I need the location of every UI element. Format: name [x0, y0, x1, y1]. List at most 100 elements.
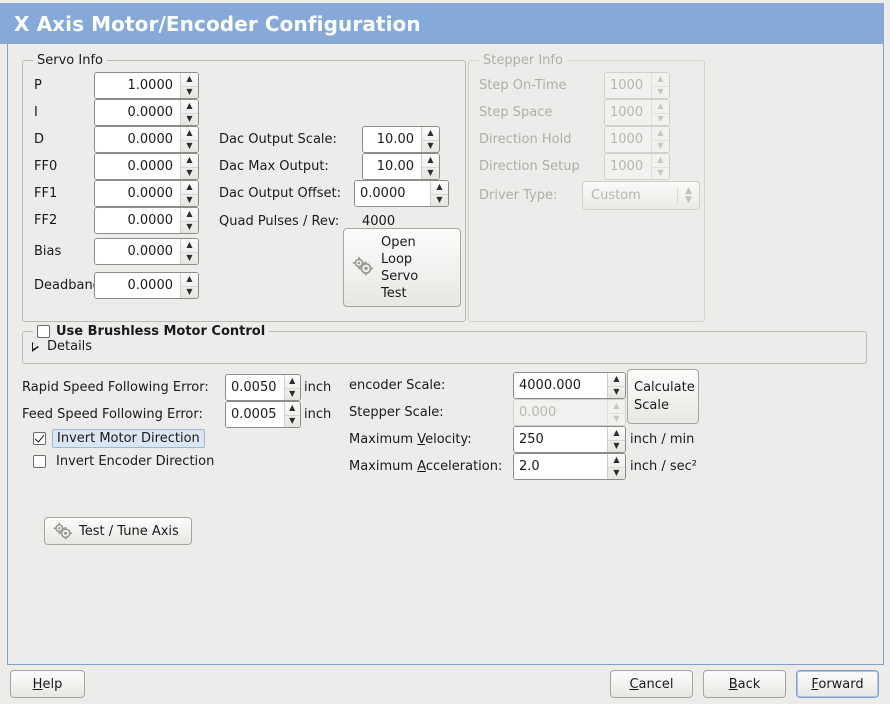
- spinner-up-icon[interactable]: ▲: [289, 376, 296, 386]
- servo-value-d[interactable]: 0.0000: [95, 127, 181, 152]
- encoder-scale-value[interactable]: 4000.000: [514, 373, 608, 398]
- stepper-scale-value: 0.000: [514, 400, 608, 425]
- spinner-up-icon[interactable]: ▲: [186, 182, 193, 192]
- feed-speed-following-error-value[interactable]: 0.0005: [226, 402, 285, 427]
- spinner-up-icon[interactable]: ▲: [186, 74, 193, 84]
- dac-max-output-value[interactable]: 10.00: [363, 154, 422, 179]
- details-expander[interactable]: Details: [32, 339, 92, 354]
- servo-value-ff1[interactable]: 0.0000: [95, 181, 181, 206]
- spinner-down-icon[interactable]: ▼: [181, 193, 198, 207]
- open-loop-servo-test-button[interactable]: Open Loop Servo Test: [343, 228, 461, 307]
- calculate-scale-button[interactable]: Calculate Scale: [627, 369, 699, 424]
- spinner-down-icon[interactable]: ▼: [284, 414, 300, 428]
- forward-button[interactable]: Forward: [796, 670, 879, 698]
- rapid-speed-following-error-value[interactable]: 0.0050: [226, 375, 285, 400]
- servo-value-deadband[interactable]: 0.0000: [95, 273, 181, 298]
- maximum-acceleration-value[interactable]: 2.0: [514, 454, 608, 479]
- forward-button-label: Forward: [811, 676, 864, 692]
- servo-label-i: I: [34, 105, 38, 120]
- encoder-scale-spin[interactable]: 4000.000 ▲ ▼: [513, 372, 626, 399]
- spinner-buttons[interactable]: ▲ ▼: [431, 181, 448, 206]
- use-brushless-motor-control-checkbox[interactable]: [37, 325, 50, 338]
- spinner-down-icon[interactable]: ▼: [422, 166, 439, 180]
- servo-spin-i[interactable]: 0.0000 ▲ ▼: [94, 99, 199, 126]
- servo-value-bias[interactable]: 0.0000: [95, 239, 181, 264]
- servo-label-p: P: [34, 78, 42, 93]
- spinner-buttons[interactable]: ▲ ▼: [608, 373, 625, 398]
- servo-value-ff2[interactable]: 0.0000: [95, 208, 181, 233]
- dac-output-offset-spin[interactable]: 0.0000 ▲ ▼: [354, 180, 449, 207]
- spinner-down-icon[interactable]: ▼: [608, 439, 625, 453]
- spinner-down-icon[interactable]: ▼: [608, 466, 625, 480]
- dac-output-scale-value[interactable]: 10.00: [363, 127, 422, 152]
- servo-spin-p[interactable]: 1.0000 ▲ ▼: [94, 72, 199, 99]
- spinner-down-icon[interactable]: ▼: [181, 285, 198, 299]
- servo-spin-ff2[interactable]: 0.0000 ▲ ▼: [94, 207, 199, 234]
- spinner-up-icon[interactable]: ▲: [613, 428, 620, 438]
- spinner-buttons[interactable]: ▲ ▼: [181, 127, 198, 152]
- maximum-velocity-unit: inch / min: [630, 432, 695, 447]
- feed-speed-following-error-spin[interactable]: 0.0005 ▲ ▼: [225, 401, 301, 428]
- maximum-velocity-spin[interactable]: 250 ▲ ▼: [513, 426, 626, 453]
- spinner-buttons[interactable]: ▲ ▼: [181, 239, 198, 264]
- spinner-buttons[interactable]: ▲ ▼: [608, 454, 625, 479]
- spinner-up-icon[interactable]: ▲: [186, 274, 193, 284]
- spinner-down-icon[interactable]: ▼: [181, 251, 198, 265]
- servo-spin-bias[interactable]: 0.0000 ▲ ▼: [94, 238, 199, 265]
- spinner-down-icon[interactable]: ▼: [181, 85, 198, 99]
- spinner-up-icon[interactable]: ▲: [289, 403, 296, 413]
- chevron-right-icon[interactable]: [32, 341, 39, 352]
- dac-output-offset-value[interactable]: 0.0000: [355, 181, 431, 206]
- spinner-buttons[interactable]: ▲ ▼: [181, 100, 198, 125]
- servo-value-p[interactable]: 1.0000: [95, 73, 181, 98]
- maximum-velocity-value[interactable]: 250: [514, 427, 608, 452]
- spinner-buttons[interactable]: ▲ ▼: [422, 127, 439, 152]
- invert-motor-direction-checkbox[interactable]: [33, 432, 46, 445]
- spinner-up-icon[interactable]: ▲: [186, 128, 193, 138]
- spinner-buttons[interactable]: ▲ ▼: [181, 154, 198, 179]
- spinner-up-icon[interactable]: ▲: [186, 155, 193, 165]
- spinner-up-icon[interactable]: ▲: [613, 374, 620, 384]
- maximum-acceleration-spin[interactable]: 2.0 ▲ ▼: [513, 453, 626, 480]
- spinner-up-icon[interactable]: ▲: [427, 128, 434, 138]
- cancel-button[interactable]: Cancel: [610, 670, 693, 698]
- servo-spin-ff1[interactable]: 0.0000 ▲ ▼: [94, 180, 199, 207]
- spinner-down-icon[interactable]: ▼: [431, 193, 448, 207]
- invert-encoder-direction-row[interactable]: Invert Encoder Direction: [33, 453, 218, 470]
- spinner-buttons[interactable]: ▲ ▼: [284, 402, 300, 428]
- spinner-buttons[interactable]: ▲ ▼: [284, 375, 300, 401]
- spinner-down-icon[interactable]: ▼: [422, 139, 439, 153]
- spinner-down-icon[interactable]: ▼: [181, 112, 198, 126]
- spinner-down-icon[interactable]: ▼: [608, 385, 625, 399]
- spinner-buttons[interactable]: ▲ ▼: [608, 427, 625, 452]
- invert-motor-direction-label[interactable]: Invert Motor Direction: [52, 429, 205, 448]
- help-button[interactable]: Help: [10, 670, 85, 698]
- dac-output-scale-spin[interactable]: 10.00 ▲ ▼: [362, 126, 440, 153]
- dac-max-output-spin[interactable]: 10.00 ▲ ▼: [362, 153, 440, 180]
- invert-encoder-direction-checkbox[interactable]: [33, 455, 46, 468]
- spinner-buttons[interactable]: ▲ ▼: [422, 154, 439, 179]
- spinner-up-icon[interactable]: ▲: [186, 101, 193, 111]
- spinner-up-icon[interactable]: ▲: [186, 209, 193, 219]
- spinner-up-icon[interactable]: ▲: [613, 455, 620, 465]
- test-tune-axis-button[interactable]: Test / Tune Axis: [44, 517, 192, 545]
- servo-value-i[interactable]: 0.0000: [95, 100, 181, 125]
- back-button[interactable]: Back: [703, 670, 786, 698]
- spinner-down-icon[interactable]: ▼: [181, 166, 198, 180]
- spinner-buttons[interactable]: ▲ ▼: [181, 208, 198, 233]
- spinner-up-icon[interactable]: ▲: [427, 155, 434, 165]
- spinner-buttons[interactable]: ▲ ▼: [181, 181, 198, 206]
- spinner-down-icon[interactable]: ▼: [181, 220, 198, 234]
- servo-spin-deadband[interactable]: 0.0000 ▲ ▼: [94, 272, 199, 299]
- rapid-speed-following-error-spin[interactable]: 0.0050 ▲ ▼: [225, 374, 301, 401]
- servo-spin-d[interactable]: 0.0000 ▲ ▼: [94, 126, 199, 153]
- spinner-up-icon[interactable]: ▲: [436, 182, 443, 192]
- spinner-down-icon[interactable]: ▼: [181, 139, 198, 153]
- invert-motor-direction-row[interactable]: Invert Motor Direction: [33, 429, 205, 448]
- spinner-down-icon[interactable]: ▼: [284, 387, 300, 401]
- spinner-up-icon[interactable]: ▲: [186, 240, 193, 250]
- servo-value-ff0[interactable]: 0.0000: [95, 154, 181, 179]
- servo-spin-ff0[interactable]: 0.0000 ▲ ▼: [94, 153, 199, 180]
- spinner-buttons[interactable]: ▲ ▼: [181, 273, 198, 298]
- spinner-buttons[interactable]: ▲ ▼: [181, 73, 198, 98]
